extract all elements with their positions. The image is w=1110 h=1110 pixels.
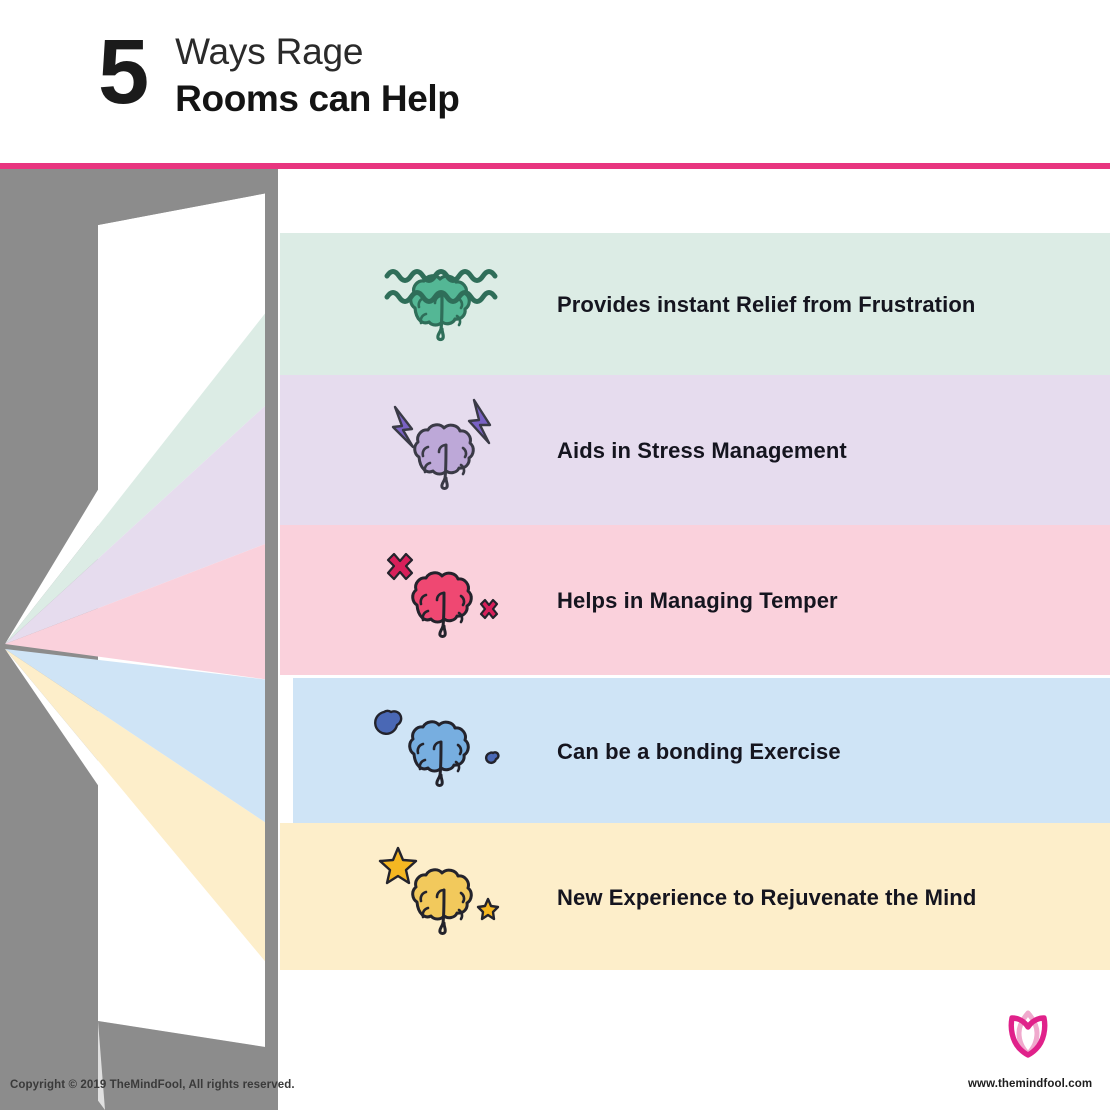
copyright-text: Copyright © 2019 TheMindFool, All rights… bbox=[10, 1079, 295, 1091]
benefit-row-3[interactable]: Helps in Managing Temper bbox=[280, 525, 1110, 675]
ray-2-lilac bbox=[5, 394, 278, 644]
wall-left-lower bbox=[0, 644, 98, 1110]
ray-white-top bbox=[5, 191, 278, 644]
benefit-row-1[interactable]: Provides instant Relief from Frustration bbox=[280, 233, 1110, 375]
ray-1-mint bbox=[5, 297, 278, 644]
brand-block[interactable]: www.themindfool.com bbox=[968, 1005, 1093, 1090]
pink-brain-with-x-marks-icon bbox=[364, 540, 524, 660]
benefit-row-5[interactable]: New Experience to Rejuvenate the Mind bbox=[280, 823, 1110, 970]
page-title-line2: Rooms can Help bbox=[175, 77, 460, 119]
open-door-illustration bbox=[0, 169, 278, 1110]
wall-bottom-strip bbox=[98, 1021, 278, 1110]
header-divider-rule bbox=[0, 163, 1110, 169]
ray-white-bottom bbox=[5, 649, 278, 1049]
header-text-block: Ways Rage Rooms can Help bbox=[175, 25, 460, 120]
brain-stem bbox=[436, 294, 445, 342]
brain-stem bbox=[435, 740, 444, 787]
benefit-list: Provides instant Relief from Frustration bbox=[0, 169, 1110, 1110]
benefit-label-1: Provides instant Relief from Frustration bbox=[557, 292, 976, 317]
wave-lines bbox=[384, 269, 498, 304]
lightning-bolts bbox=[391, 398, 492, 449]
blue-brain-with-blobs-icon bbox=[364, 690, 524, 810]
door-frame-bar-overlay bbox=[265, 169, 278, 1110]
door-scene bbox=[0, 169, 290, 1110]
benefit-label-5: New Experience to Rejuvenate the Mind bbox=[557, 885, 977, 910]
ray-3-pink bbox=[5, 539, 278, 681]
header: 5 Ways Rage Rooms can Help bbox=[0, 0, 1110, 163]
brain-folds bbox=[421, 443, 468, 476]
brain-body bbox=[408, 720, 470, 773]
header-inner: 5 Ways Rage Rooms can Help bbox=[98, 21, 460, 123]
benefit-row-4[interactable]: Can be a bonding Exercise bbox=[293, 678, 1110, 823]
brain-stem bbox=[437, 888, 447, 935]
benefit-label-2: Aids in Stress Management bbox=[557, 438, 847, 463]
brain-stem bbox=[440, 443, 449, 490]
purple-brain-with-lightning-icon bbox=[364, 390, 524, 510]
wall-left-upper bbox=[0, 169, 98, 644]
x-marks bbox=[386, 552, 499, 620]
brand-url[interactable]: www.themindfool.com bbox=[968, 1078, 1093, 1090]
green-brain-with-waves-icon bbox=[364, 244, 524, 364]
benefit-row-2[interactable]: Aids in Stress Management bbox=[280, 375, 1110, 525]
wall-top-strip bbox=[98, 169, 278, 225]
brain-stem bbox=[438, 591, 447, 638]
brain-body bbox=[410, 868, 473, 921]
blob-shapes bbox=[374, 709, 500, 765]
big-number: 5 bbox=[98, 21, 149, 123]
brain-body bbox=[411, 571, 473, 624]
star-shapes bbox=[378, 846, 499, 921]
page-title-line1: Ways Rage bbox=[175, 31, 364, 72]
brain-folds bbox=[419, 591, 466, 624]
benefit-label-4: Can be a bonding Exercise bbox=[557, 739, 841, 764]
yellow-brain-with-stars-icon bbox=[364, 837, 524, 957]
brain-folds bbox=[416, 740, 463, 773]
brain-folds bbox=[418, 888, 465, 921]
brain-body bbox=[413, 423, 475, 476]
benefit-label-3: Helps in Managing Temper bbox=[557, 588, 838, 613]
lotus-flower-logo bbox=[1008, 1010, 1048, 1058]
